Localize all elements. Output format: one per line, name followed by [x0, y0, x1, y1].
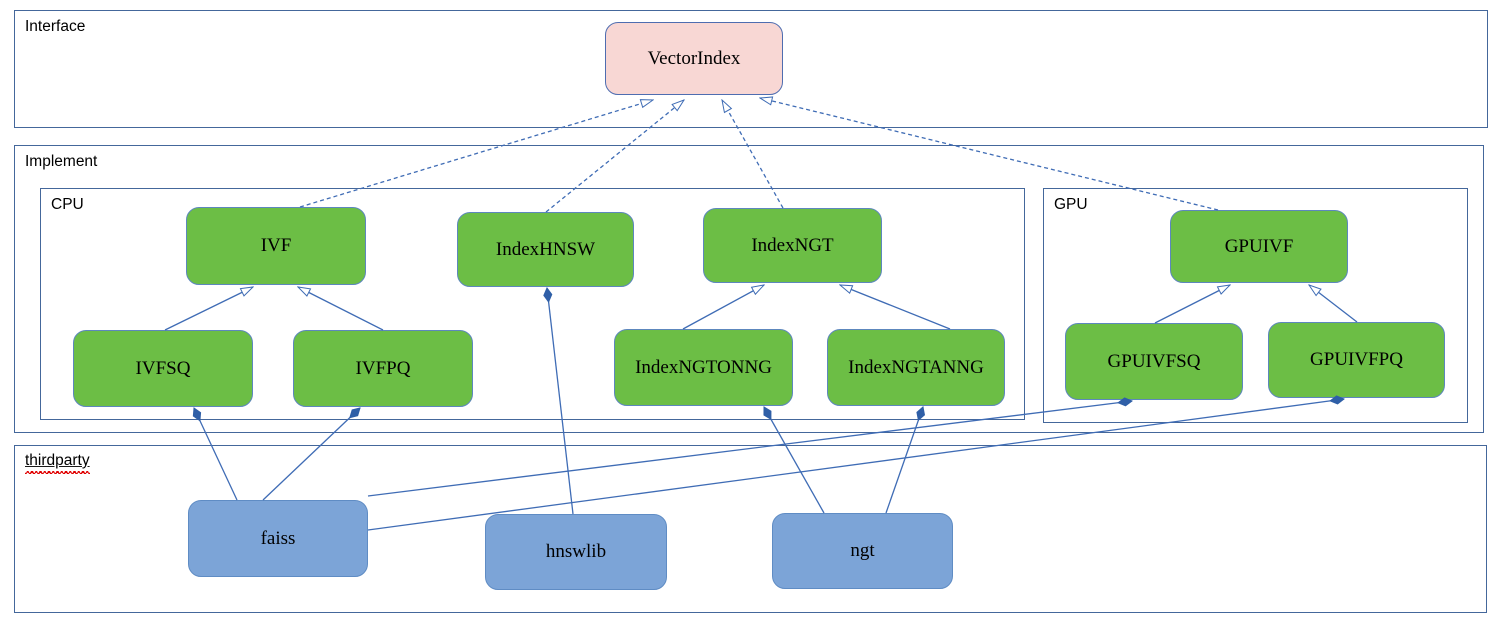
node-ivfpq-label: IVFPQ [355, 357, 411, 379]
node-ngt[interactable]: ngt [772, 513, 953, 589]
spellcheck-underline [25, 471, 90, 474]
node-ivf-label: IVF [260, 235, 292, 256]
node-ivf[interactable]: IVF [186, 207, 366, 285]
container-implement-label: Implement [25, 153, 98, 170]
node-indexngtanng-label: IndexNGTANNG [848, 356, 984, 378]
node-indexhnsw[interactable]: IndexHNSW [457, 212, 634, 287]
container-cpu-label: CPU [51, 196, 84, 213]
node-gpuivfpq-label: GPUIVFPQ [1310, 349, 1403, 370]
container-thirdparty-label-text: thirdparty [25, 452, 90, 469]
node-indexngtanng[interactable]: IndexNGTANNG [827, 329, 1005, 406]
node-faiss-label: faiss [260, 527, 296, 549]
node-indexngtonng[interactable]: IndexNGTONNG [614, 329, 793, 406]
node-ivfsq-label: IVFSQ [135, 357, 191, 379]
node-indexhnsw-label: IndexHNSW [495, 238, 596, 260]
container-thirdparty-label: thirdparty [25, 452, 90, 474]
node-vectorindex[interactable]: VectorIndex [605, 22, 783, 95]
node-ivfsq[interactable]: IVFSQ [73, 330, 253, 407]
node-ngt-label: ngt [850, 540, 875, 561]
node-hnswlib-label: hnswlib [545, 541, 607, 562]
node-indexngt[interactable]: IndexNGT [703, 208, 882, 283]
container-gpu-label: GPU [1054, 196, 1088, 213]
node-indexngtonng-label: IndexNGTONNG [635, 356, 772, 378]
node-ivfpq[interactable]: IVFPQ [293, 330, 473, 407]
node-faiss[interactable]: faiss [188, 500, 368, 577]
node-gpuivfpq[interactable]: GPUIVFPQ [1268, 322, 1445, 398]
node-gpuivf[interactable]: GPUIVF [1170, 210, 1348, 283]
node-vectorindex-label: VectorIndex [647, 47, 741, 69]
node-hnswlib[interactable]: hnswlib [485, 514, 667, 590]
node-gpuivfsq-label: GPUIVFSQ [1107, 350, 1201, 372]
node-gpuivf-label: GPUIVF [1224, 235, 1294, 257]
node-indexngt-label: IndexNGT [751, 234, 834, 256]
node-gpuivfsq[interactable]: GPUIVFSQ [1065, 323, 1243, 400]
container-interface-label: Interface [25, 18, 86, 35]
